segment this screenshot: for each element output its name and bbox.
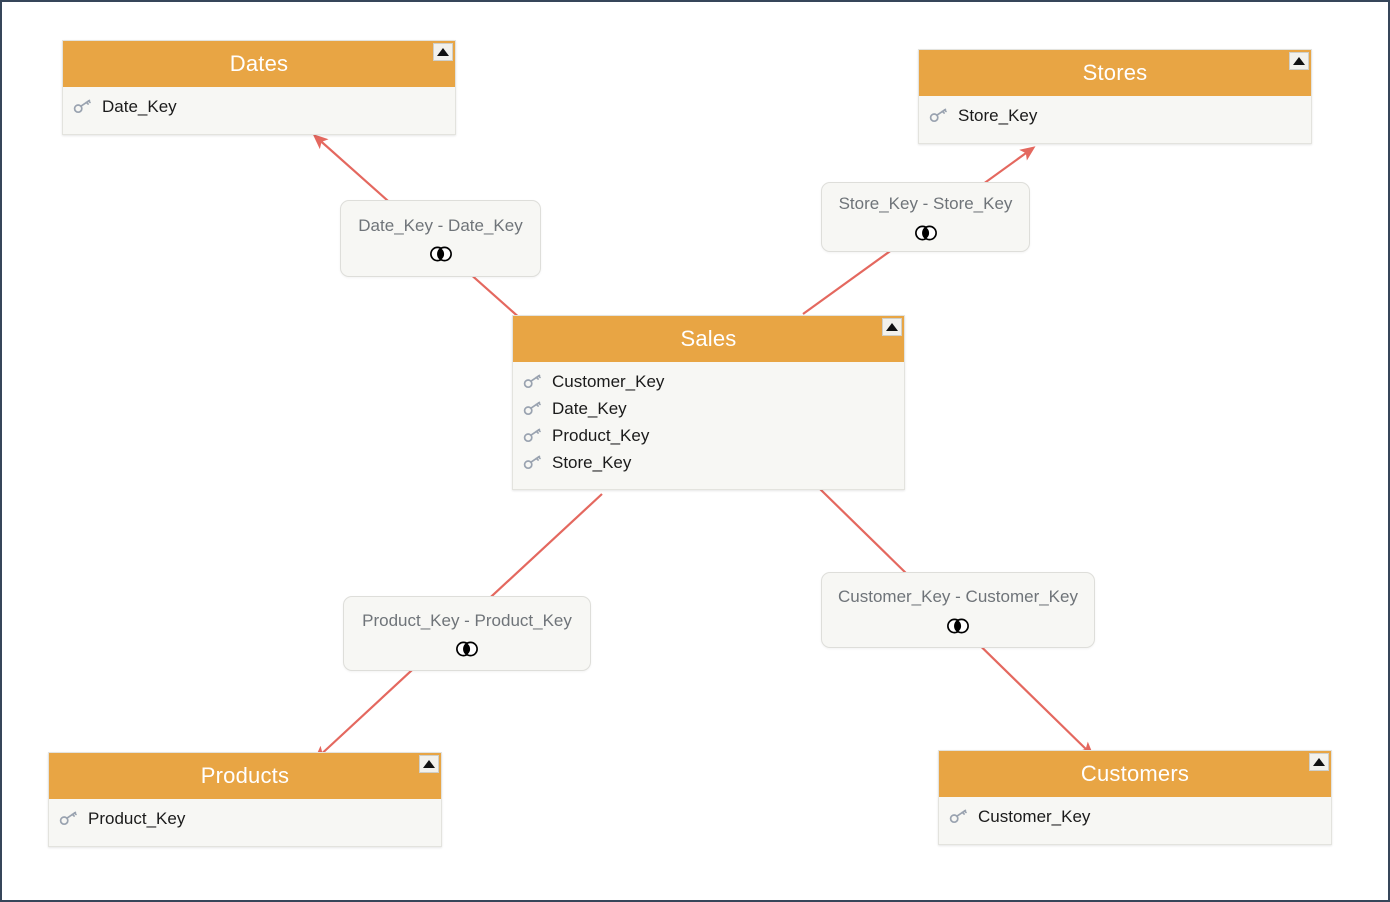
entity-title-customers: Customers bbox=[1080, 761, 1190, 786]
triangle-up-icon[interactable] bbox=[419, 755, 439, 773]
entity-title-products: Products bbox=[200, 763, 290, 788]
field-row[interactable]: Product_Key bbox=[49, 805, 441, 832]
inner-join-icon[interactable] bbox=[428, 246, 454, 262]
relationship-card-rel-dates[interactable]: Date_Key - Date_Key bbox=[340, 200, 541, 277]
key-icon bbox=[523, 401, 543, 417]
triangle-up-glyph bbox=[886, 323, 898, 331]
field-label: Customer_Key bbox=[552, 372, 665, 391]
inner-join-icon[interactable] bbox=[913, 225, 939, 241]
triangle-up-glyph bbox=[1293, 57, 1305, 65]
field-row[interactable]: Date_Key bbox=[63, 93, 455, 120]
triangle-up-glyph bbox=[423, 760, 435, 768]
relationship-card-rel-customers[interactable]: Customer_Key - Customer_Key bbox=[821, 572, 1095, 648]
triangle-up-glyph bbox=[437, 48, 449, 56]
entity-fields-customers: Customer_Key bbox=[939, 797, 1331, 838]
entity-header-sales[interactable]: Sales bbox=[513, 316, 904, 362]
entity-header-stores[interactable]: Stores bbox=[919, 50, 1311, 96]
field-label: Product_Key bbox=[88, 809, 186, 828]
field-row[interactable]: Store_Key bbox=[513, 449, 904, 476]
entity-title-stores: Stores bbox=[1082, 60, 1148, 85]
relationship-card-rel-stores[interactable]: Store_Key - Store_Key bbox=[821, 182, 1030, 252]
entity-title-dates: Dates bbox=[229, 51, 289, 76]
inner-join-icon[interactable] bbox=[454, 641, 480, 657]
entity-fields-stores: Store_Key bbox=[919, 96, 1311, 137]
entity-fields-dates: Date_Key bbox=[63, 87, 455, 128]
field-label: Customer_Key bbox=[978, 807, 1091, 826]
key-icon bbox=[73, 99, 93, 115]
triangle-up-glyph bbox=[1313, 758, 1325, 766]
triangle-up-icon[interactable] bbox=[882, 318, 902, 336]
triangle-up-icon[interactable] bbox=[1309, 753, 1329, 771]
entity-header-products[interactable]: Products bbox=[49, 753, 441, 799]
inner-join-icon[interactable] bbox=[945, 618, 971, 634]
field-label: Store_Key bbox=[958, 106, 1038, 125]
field-row[interactable]: Customer_Key bbox=[939, 803, 1331, 830]
entity-header-dates[interactable]: Dates bbox=[63, 41, 455, 87]
relationship-label: Product_Key - Product_Key bbox=[362, 610, 572, 630]
field-row[interactable]: Customer_Key bbox=[513, 368, 904, 395]
key-icon bbox=[949, 809, 969, 825]
entity-title-sales: Sales bbox=[680, 326, 737, 351]
key-icon bbox=[523, 374, 543, 390]
field-row[interactable]: Date_Key bbox=[513, 395, 904, 422]
entity-fields-products: Product_Key bbox=[49, 799, 441, 840]
field-label: Product_Key bbox=[552, 426, 650, 445]
triangle-up-icon[interactable] bbox=[433, 43, 453, 61]
field-row[interactable]: Store_Key bbox=[919, 102, 1311, 129]
relationship-card-rel-products[interactable]: Product_Key - Product_Key bbox=[343, 596, 591, 671]
key-icon bbox=[929, 108, 949, 124]
key-icon bbox=[59, 811, 79, 827]
triangle-up-icon[interactable] bbox=[1289, 52, 1309, 70]
field-label: Date_Key bbox=[552, 399, 627, 418]
entity-header-customers[interactable]: Customers bbox=[939, 751, 1331, 797]
relationship-label: Customer_Key - Customer_Key bbox=[838, 587, 1078, 607]
field-label: Date_Key bbox=[102, 97, 177, 116]
key-icon bbox=[523, 455, 543, 471]
key-icon bbox=[523, 428, 543, 444]
relationship-label: Date_Key - Date_Key bbox=[358, 215, 523, 235]
relationship-label: Store_Key - Store_Key bbox=[838, 194, 1013, 214]
field-row[interactable]: Product_Key bbox=[513, 422, 904, 449]
field-label: Store_Key bbox=[552, 453, 632, 472]
